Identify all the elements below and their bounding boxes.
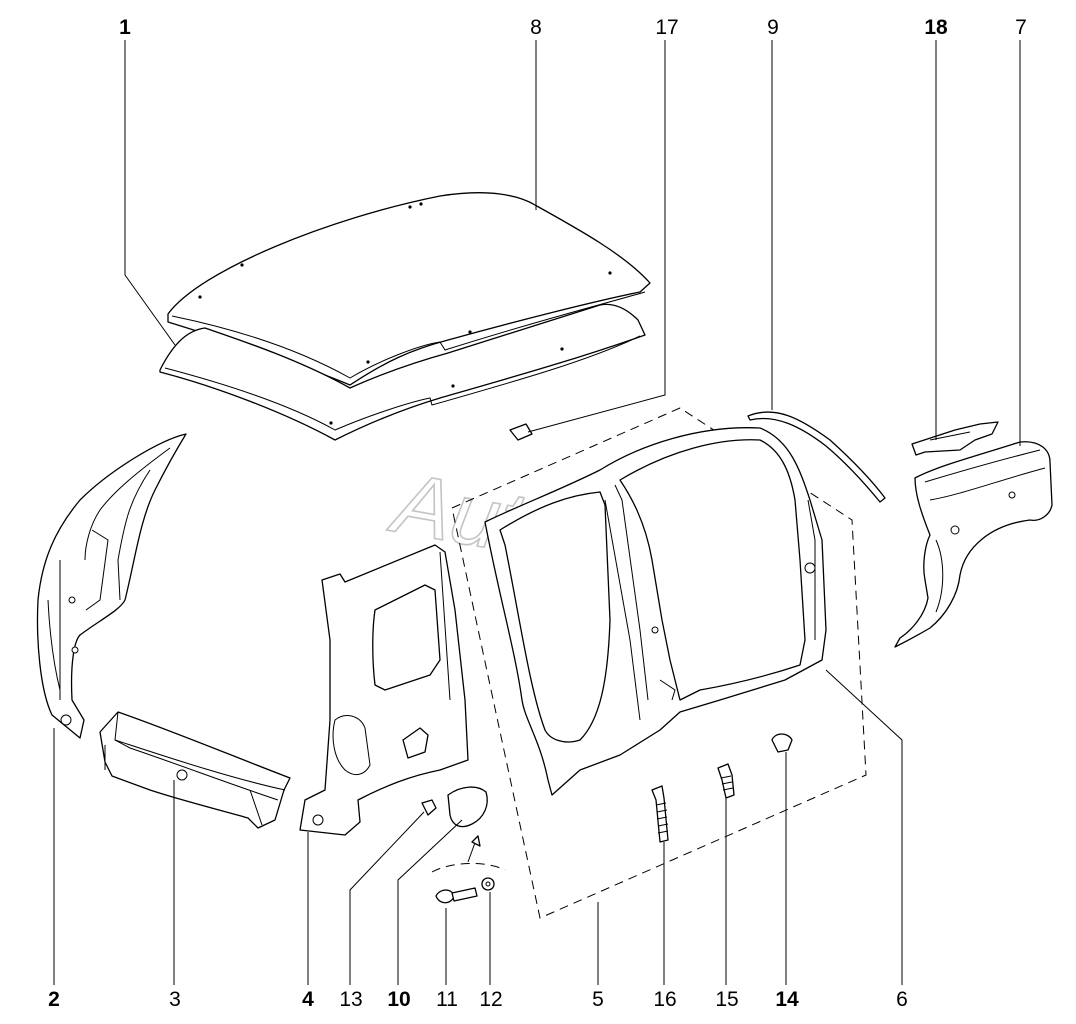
clip-14: [771, 733, 793, 753]
roof-rail-strip: [747, 411, 886, 503]
callout-15: 15: [715, 988, 738, 1011]
roof-panel-inner: [159, 303, 646, 441]
assembly-arc: [431, 862, 506, 873]
callout-10: 10: [387, 988, 410, 1011]
screw-11: [435, 887, 478, 904]
fuel-filler-flap: [447, 786, 488, 828]
callout-16: 16: [653, 988, 676, 1011]
callout-3: 3: [169, 988, 181, 1011]
reinforcement-18: [911, 421, 999, 456]
callout-18: 18: [924, 16, 948, 39]
plug-16: [651, 785, 669, 843]
callout-14: 14: [775, 988, 799, 1011]
callout-6: 6: [896, 988, 908, 1011]
callout-5: 5: [592, 988, 604, 1011]
plug-15: [717, 763, 735, 799]
fuel-flap-buffer: [421, 799, 437, 816]
callout-11: 11: [436, 988, 458, 1011]
rear-crossmember: [99, 711, 291, 829]
assembly-arrow-head: [471, 835, 481, 847]
leader-lines: [53, 40, 1021, 985]
callout-4: 4: [302, 988, 314, 1011]
callout-2: 2: [48, 988, 60, 1011]
body-side-outer: [484, 427, 827, 796]
callout-9: 9: [767, 16, 779, 39]
callout-7: 7: [1015, 16, 1027, 39]
callout-12: 12: [479, 988, 502, 1011]
roof-panel-outer: [167, 192, 651, 386]
callout-17: 17: [655, 16, 678, 39]
callout-8: 8: [530, 16, 542, 39]
rear-side-inner-frame: [36, 433, 187, 739]
callout-1: 1: [119, 16, 131, 39]
washer-12: [481, 877, 495, 891]
callout-13: 13: [339, 988, 362, 1011]
bracket-17: [509, 423, 533, 441]
rear-wheel-arch: [894, 441, 1053, 648]
rear-quarter-panel: [299, 544, 469, 836]
